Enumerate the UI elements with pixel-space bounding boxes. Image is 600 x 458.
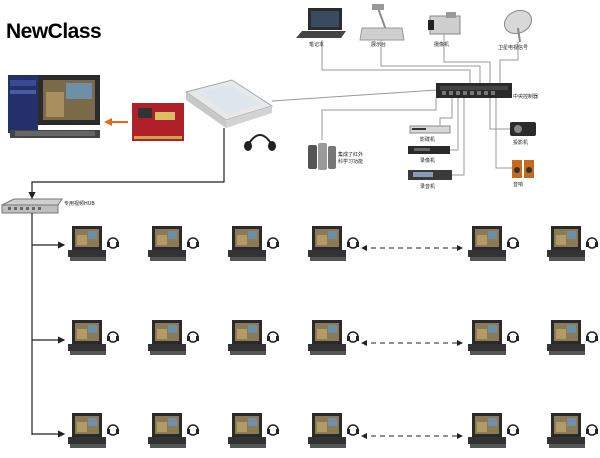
speaker	[512, 160, 534, 178]
label-camcorder: 摄像机	[434, 42, 450, 48]
label-satellite: 卫星电视信号	[498, 45, 529, 51]
label-tape-recorder: 录音机	[420, 184, 436, 190]
student-station	[227, 225, 280, 262]
label-speaker: 音响	[513, 182, 524, 188]
student-station	[67, 319, 120, 356]
label-vcr: 录像机	[420, 158, 436, 164]
connection-lines	[271, 34, 519, 176]
label-projector: 投影机	[513, 140, 529, 146]
remote-controls	[308, 143, 336, 170]
brand-logo: NewClass	[6, 20, 102, 43]
control-panel	[184, 79, 274, 128]
student-station	[227, 319, 280, 356]
headset	[244, 134, 276, 151]
dvd-player	[409, 125, 451, 134]
vcr	[408, 146, 450, 154]
projector	[510, 122, 536, 136]
student-station	[147, 412, 200, 449]
dashed-links	[361, 245, 463, 439]
student-station	[67, 412, 120, 449]
label-video-hub: 专用视频HUB	[64, 201, 95, 207]
student-station	[467, 319, 520, 356]
video-hub	[1, 198, 63, 214]
student-station	[147, 225, 200, 262]
student-station	[546, 319, 599, 356]
satellite-dish	[503, 9, 533, 43]
student-station	[307, 319, 360, 356]
label-laptop: 笔记本	[309, 42, 325, 48]
label-projector-stand: 展示台	[371, 42, 387, 48]
student-station	[227, 412, 280, 449]
student-station	[467, 412, 520, 449]
student-station	[147, 319, 200, 356]
capture-card	[132, 103, 184, 141]
central-controller	[436, 83, 512, 98]
student-station	[467, 225, 520, 262]
student-station	[307, 412, 360, 449]
laptop	[296, 8, 346, 38]
tape-recorder	[408, 170, 452, 180]
student-station	[546, 412, 599, 449]
student-station	[67, 225, 120, 262]
label-remote-note: 集成了红外 科学习功能	[338, 152, 364, 165]
projector-stand	[359, 4, 405, 41]
camcorder	[428, 12, 461, 35]
teacher-computer	[8, 75, 100, 138]
student-stations	[67, 225, 599, 449]
student-station	[546, 225, 599, 262]
label-dvd-player: 影碟机	[420, 137, 436, 143]
student-station	[307, 225, 360, 262]
label-central-controller: 中央控制器	[513, 94, 539, 100]
